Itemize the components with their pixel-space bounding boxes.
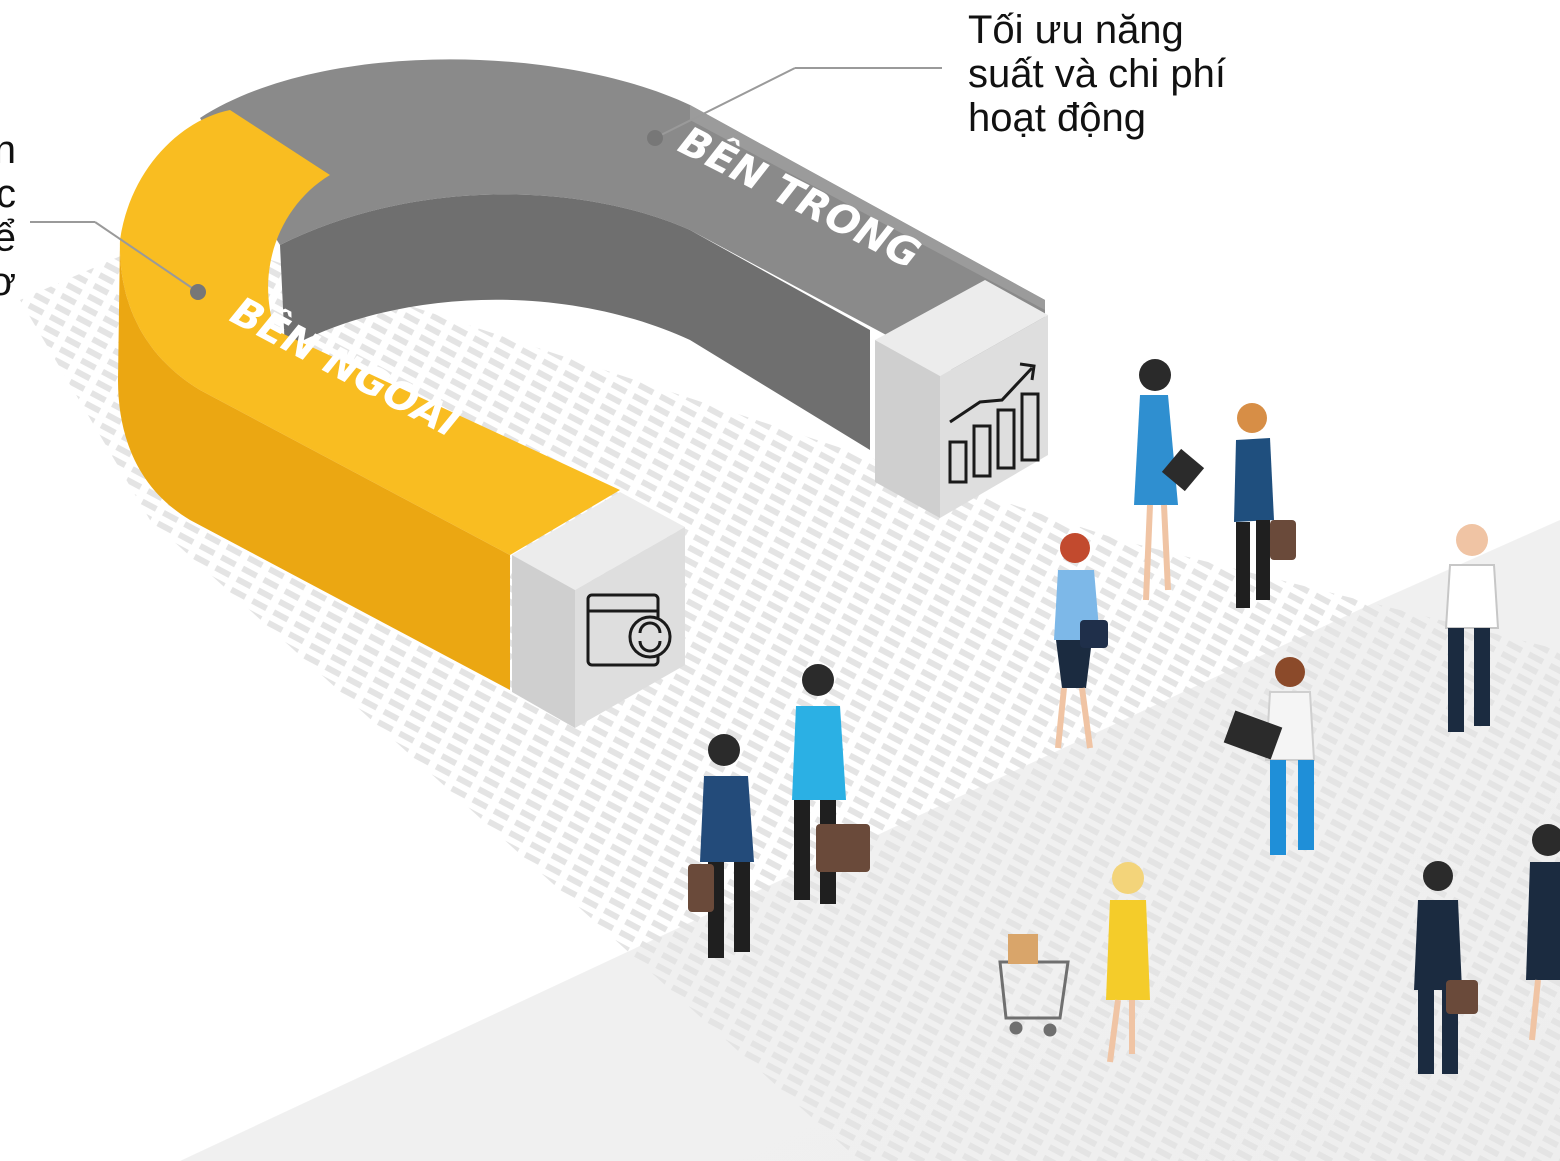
caption-inside: Tối ưu năng suất và chi phí hoạt động bbox=[968, 8, 1308, 140]
man-with-briefcase-handshake bbox=[1234, 403, 1296, 608]
caption-outside-fragment: n c ể ơ bbox=[0, 128, 16, 304]
